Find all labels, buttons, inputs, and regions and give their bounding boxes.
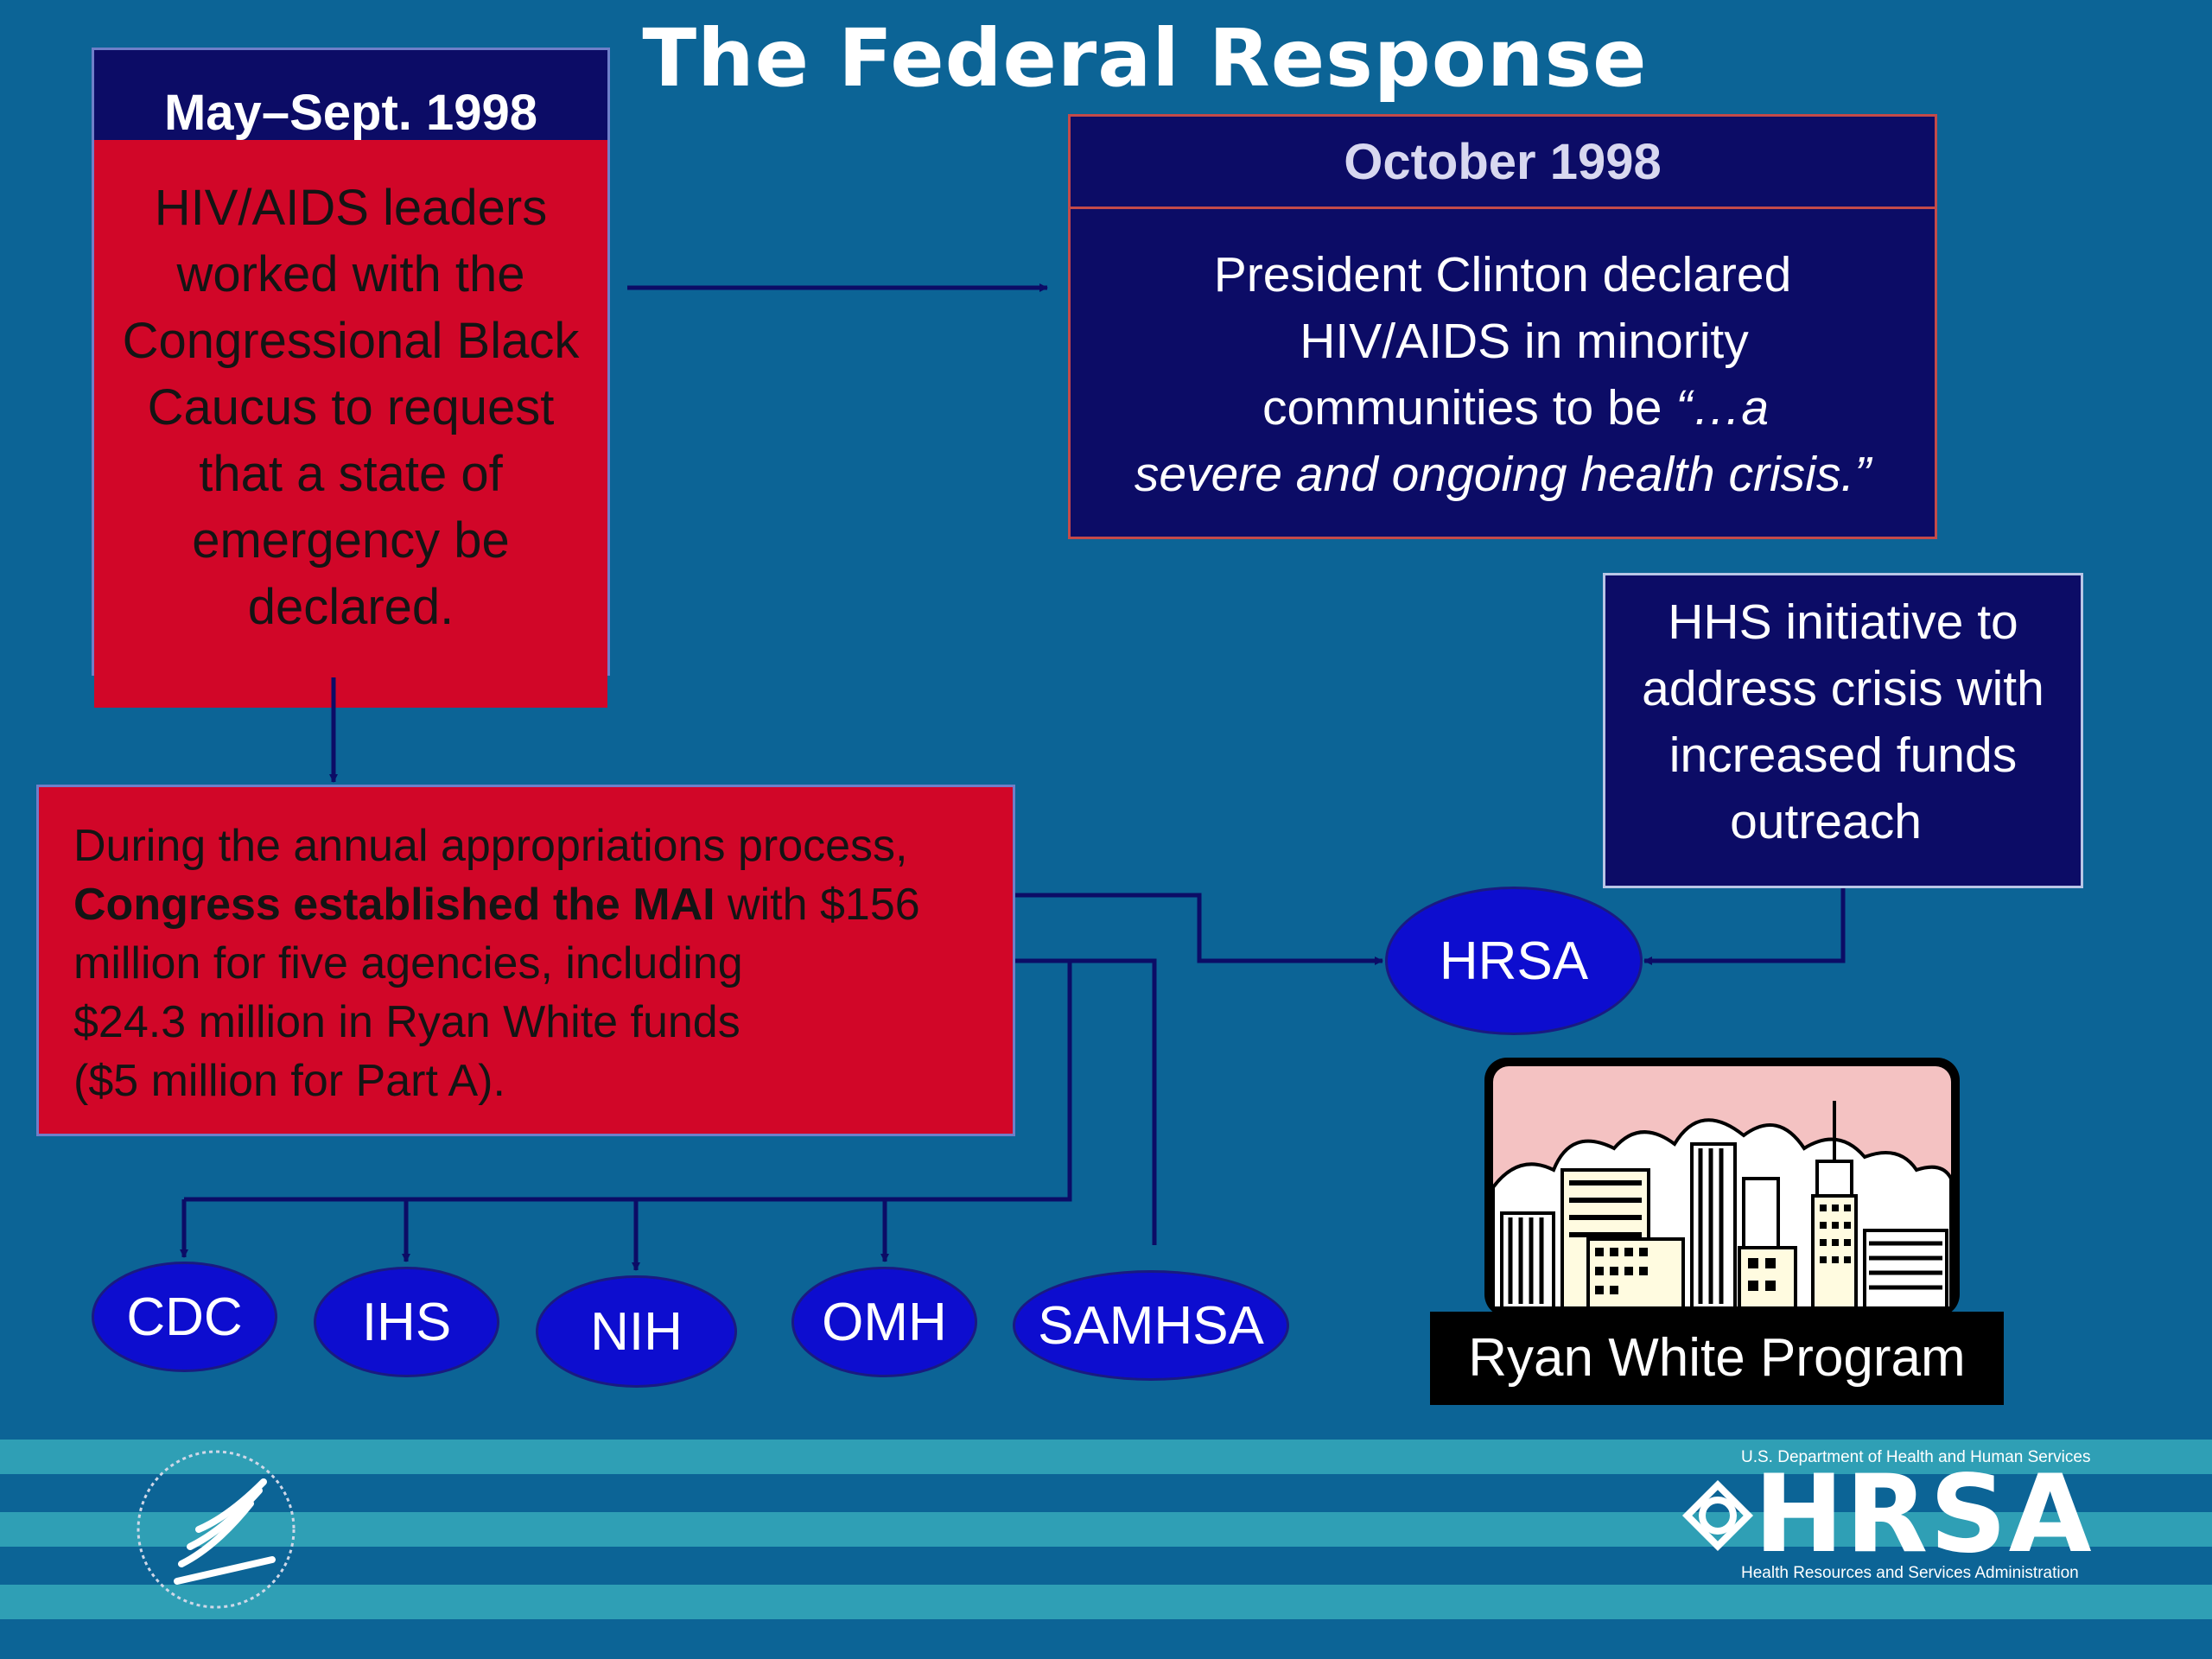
- box2-body: President Clinton declared HIV/AIDS in m…: [1071, 209, 1935, 508]
- hrsa-ellipse: HRSA: [1385, 887, 1643, 1035]
- hrsa-knot-icon: [1681, 1479, 1754, 1552]
- mai-line: $24.3 million in Ryan White funds: [73, 997, 741, 1047]
- box1-line: declared.: [247, 579, 454, 635]
- hrsa-wordmark: HRSA: [1754, 1452, 2094, 1577]
- arrow-to-samhsa: [184, 961, 1072, 1202]
- mai-line: During the annual appropriations process…: [73, 821, 908, 871]
- mai-line: million for five agencies, including: [73, 938, 743, 988]
- samhsa-ellipse: SAMHSA: [1013, 1270, 1289, 1381]
- hrsa-logo: U.S. Department of Health and Human Serv…: [1668, 1448, 2152, 1595]
- mai-line: ($5 million for Part A).: [73, 1056, 505, 1106]
- ryan-white-logo: [1484, 1058, 1960, 1317]
- box-hhs-initiative: HHS initiative to address crisis with in…: [1603, 573, 2083, 888]
- footer-stripe: [0, 1585, 2212, 1619]
- arrow-mai-to-hrsa: [1015, 893, 1383, 965]
- hhs-line: outreach: [1730, 794, 1922, 849]
- city-skyline-icon: [1491, 1066, 1953, 1310]
- line-mai-to-agencies: [1015, 958, 1157, 1245]
- box1-line: Congressional Black: [122, 313, 580, 369]
- box1-body: HIV/AIDS leaders worked with the Congres…: [94, 140, 607, 708]
- hrsa-logo-bottom-text: Health Resources and Services Administra…: [1741, 1564, 2079, 1582]
- hhs-line: address crisis with: [1642, 661, 2044, 716]
- omh-ellipse: OMH: [791, 1267, 977, 1377]
- box1-line: Caucus to request: [147, 379, 555, 435]
- ihs-ellipse: IHS: [314, 1267, 499, 1377]
- hrsa-logo-top-text: U.S. Department of Health and Human Serv…: [1741, 1448, 2091, 1466]
- mai-bold-text: Congress established the MAI: [73, 880, 715, 930]
- footer-stripe: [0, 1512, 2212, 1547]
- box2-line: HIV/AIDS in minority: [1300, 314, 1749, 369]
- box2-header: October 1998: [1071, 117, 1935, 209]
- mai-line: Congress established the MAI with $156: [73, 875, 992, 934]
- box1-line: that a state of: [199, 446, 503, 502]
- mai-line2-rest: with $156: [715, 880, 920, 930]
- hhs-line: increased funds: [1669, 728, 2018, 783]
- ryan-white-label: Ryan White Program: [1430, 1312, 2004, 1405]
- hhs-line: HHS initiative to: [1668, 594, 2018, 650]
- nih-ellipse: NIH: [536, 1275, 737, 1388]
- footer-stripe: [0, 1440, 2212, 1474]
- box1-line: emergency be: [192, 512, 510, 569]
- box1-header: May–Sept. 1998: [94, 50, 607, 141]
- page-title: The Federal Response: [642, 12, 1648, 105]
- box2-line4-quote: severe and ongoing health crisis.”: [1134, 447, 1872, 502]
- box2-line: President Clinton declared: [1213, 247, 1792, 302]
- box2-line3-text: communities to be: [1262, 380, 1676, 435]
- hhs-eagle-seal-icon: [137, 1450, 296, 1609]
- box2-line: communities to be “…a: [1071, 375, 1935, 442]
- box-mai: During the annual appropriations process…: [36, 785, 1015, 1136]
- box2-line3-quote: “…a: [1675, 380, 1770, 435]
- box1-line: worked with the: [176, 246, 525, 302]
- cdc-ellipse: CDC: [92, 1262, 277, 1372]
- arrow-hhs-to-hrsa: [1643, 888, 1846, 965]
- box-october-1998: October 1998 President Clinton declared …: [1068, 114, 1937, 539]
- box-may-sept-1998: May–Sept. 1998 HIV/AIDS leaders worked w…: [92, 48, 610, 708]
- box1-line: HIV/AIDS leaders: [154, 180, 548, 236]
